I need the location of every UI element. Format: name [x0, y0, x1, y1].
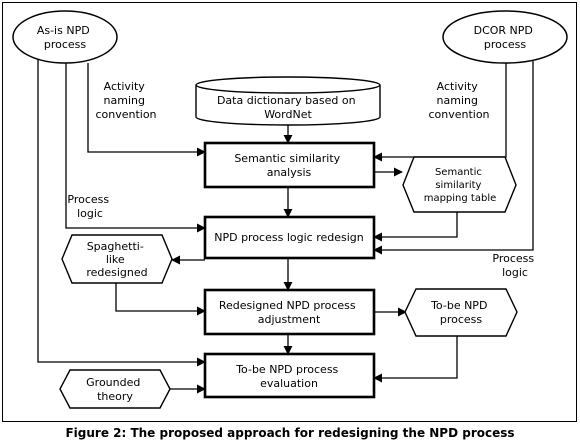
figure-caption: Figure 2: The proposed approach for rede…	[65, 426, 515, 440]
semantic-analysis-node	[203, 141, 376, 189]
mapping-table-node	[402, 156, 517, 213]
dcor-process-node	[442, 10, 568, 64]
grounded-theory-label: Grounded theory	[86, 376, 144, 403]
evaluation-node	[203, 352, 376, 399]
mapping-table-label: Semantic similarity mapping table	[424, 167, 497, 204]
tobe-process-node	[404, 288, 518, 337]
edge-label-naming-left: Activity naming convention	[95, 80, 156, 121]
data-dictionary-label: Data dictionary based on WordNet	[217, 94, 359, 121]
edge-label-naming-right: Activity naming convention	[428, 80, 489, 121]
grounded-theory-node	[59, 369, 171, 409]
edge-label-logic-left: Process logic	[67, 193, 112, 220]
edge-mapping-logic	[373, 212, 458, 242]
dcor-label: DCOR NPD process	[474, 24, 537, 51]
edge-spaghetti-adjustment	[115, 283, 206, 316]
edge-label-logic-right: Process logic	[492, 252, 537, 279]
edge-dcor-logic	[373, 55, 534, 255]
edge-asis-evaluation	[37, 57, 206, 367]
asis-label: As-is NPD process	[37, 24, 93, 51]
asis-process-node	[12, 10, 118, 64]
adjustment-label: Redesigned NPD process adjustment	[219, 299, 359, 326]
adjustment-node	[203, 288, 376, 336]
evaluation-label: To-be NPD process evaluation	[235, 363, 342, 390]
semantic-analysis-label: Semantic similarity analysis	[234, 152, 343, 179]
logic-redesign-label: NPD process logic redesign	[214, 231, 364, 244]
spaghetti-node	[61, 234, 173, 284]
tobe-label: To-be NPD process	[430, 299, 491, 326]
edge-tobe-evaluation	[373, 336, 458, 383]
edge-asis-semantic	[87, 63, 206, 157]
logic-redesign-node	[203, 215, 376, 260]
data-dictionary-node	[195, 76, 381, 126]
spaghetti-label: Spaghetti- like redesigned	[86, 240, 147, 279]
edge-asis-logic	[65, 62, 206, 233]
